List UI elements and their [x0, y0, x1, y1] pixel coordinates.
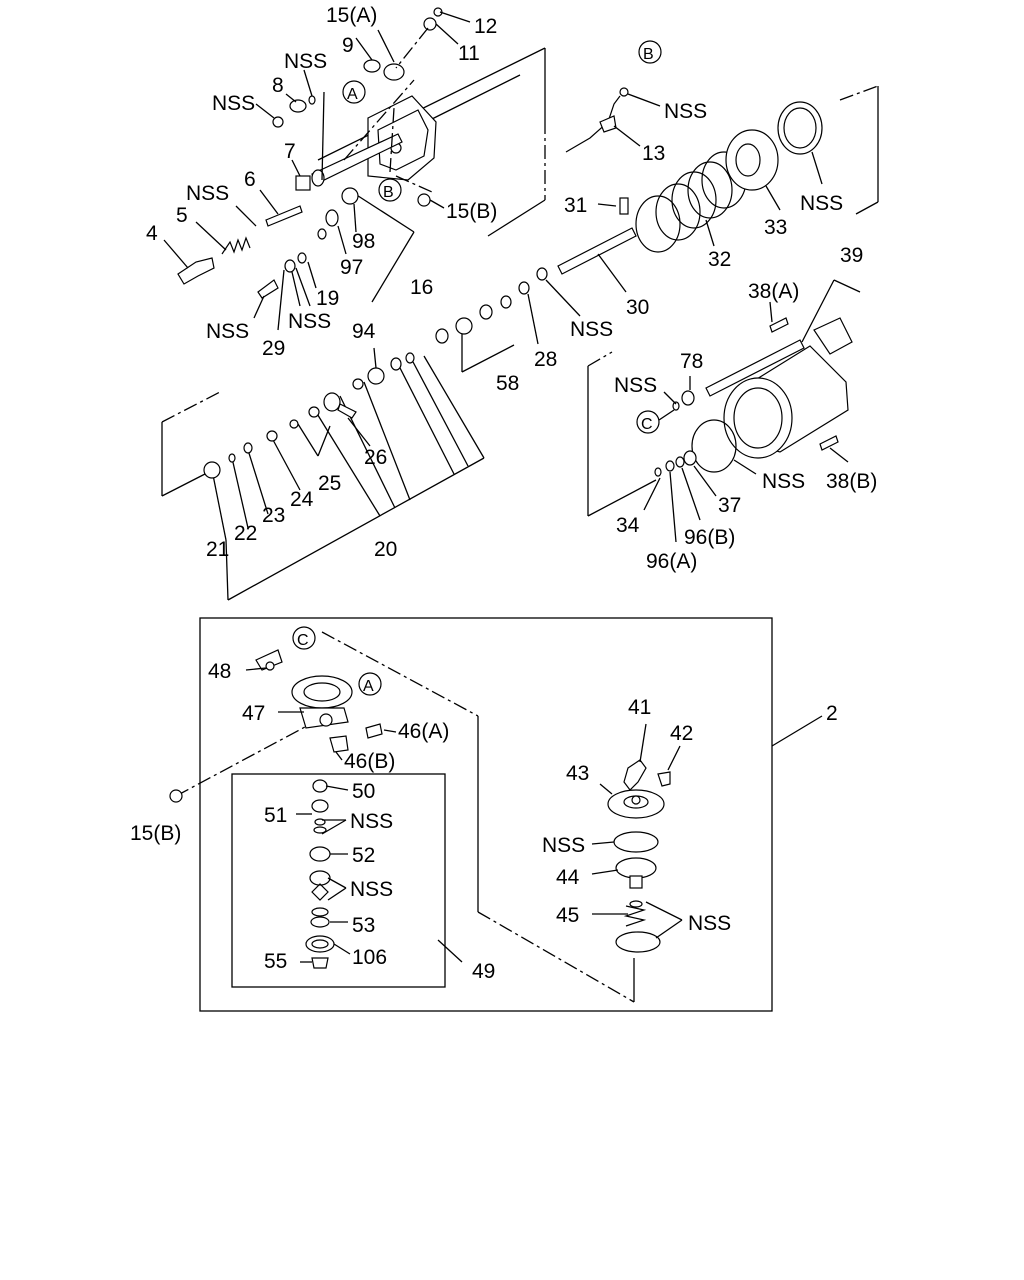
callout-c-valve: C — [292, 626, 316, 650]
label-46b: 46(B) — [344, 750, 395, 773]
label-8: 8 — [272, 74, 284, 97]
label-15b-low: 15(B) — [130, 822, 181, 845]
label-nss-51: NSS — [350, 810, 393, 833]
label-28: 28 — [534, 348, 557, 371]
label-42: 42 — [670, 722, 693, 745]
callout-b-sensor: B — [638, 40, 662, 64]
part-labels: 15(A) 12 11 9 NSS 8 NSS 7 6 NSS 5 4 15(B… — [130, 4, 877, 983]
label-nss-33: NSS — [800, 192, 843, 215]
label-9: 9 — [342, 34, 354, 57]
label-49: 49 — [472, 960, 495, 983]
label-6: 6 — [244, 168, 256, 191]
callout-label: B — [383, 184, 394, 201]
upper-parts — [177, 7, 853, 479]
label-53: 53 — [352, 914, 375, 937]
callout-a-valve: A — [358, 672, 382, 696]
label-32: 32 — [708, 248, 731, 271]
label-51: 51 — [264, 804, 287, 827]
label-nss-30: NSS — [570, 318, 613, 341]
label-96a: 96(A) — [646, 550, 697, 573]
label-11: 11 — [458, 42, 480, 65]
callout-label: C — [641, 416, 653, 433]
label-19: 19 — [316, 287, 339, 310]
label-94: 94 — [352, 320, 376, 343]
callout-label: B — [643, 46, 654, 63]
label-nss-13: NSS — [664, 100, 707, 123]
label-106: 106 — [352, 946, 387, 969]
label-44: 44 — [556, 866, 580, 889]
valve-parts — [169, 649, 671, 969]
callout-c-right: C — [636, 410, 660, 434]
label-37: 37 — [718, 494, 741, 517]
label-25: 25 — [318, 472, 341, 495]
label-78: 78 — [680, 350, 703, 373]
callout-a-upper: A — [342, 80, 366, 104]
label-46a: 46(A) — [398, 720, 449, 743]
label-nss-8: NSS — [212, 92, 255, 115]
label-nss-5: NSS — [186, 182, 229, 205]
label-16: 16 — [410, 276, 433, 299]
leader-lines — [163, 11, 849, 963]
label-41: 41 — [628, 696, 651, 719]
label-29: 29 — [262, 337, 285, 360]
label-nss-78: NSS — [614, 374, 657, 397]
label-31: 31 — [564, 194, 587, 217]
label-30: 30 — [626, 296, 649, 319]
callout-label: C — [297, 632, 309, 649]
label-nss-44: NSS — [542, 834, 585, 857]
label-96b: 96(B) — [684, 526, 735, 549]
label-7: 7 — [284, 140, 296, 163]
label-48: 48 — [208, 660, 231, 683]
label-2: 2 — [826, 702, 838, 725]
label-24: 24 — [290, 488, 314, 511]
label-nss-45: NSS — [688, 912, 731, 935]
callout-b-upper: B — [378, 178, 402, 202]
callout-label: A — [363, 678, 374, 695]
label-15a: 15(A) — [326, 4, 377, 27]
label-55: 55 — [264, 950, 287, 973]
label-39: 39 — [840, 244, 863, 267]
label-nss-37: NSS — [762, 470, 805, 493]
label-34: 34 — [616, 514, 640, 537]
label-13: 13 — [642, 142, 665, 165]
label-38b: 38(B) — [826, 470, 877, 493]
label-33: 33 — [764, 216, 787, 239]
label-23: 23 — [262, 504, 285, 527]
label-98: 98 — [352, 230, 375, 253]
label-38a: 38(A) — [748, 280, 799, 303]
assembly-49-box — [231, 773, 446, 988]
label-97: 97 — [340, 256, 363, 279]
label-21: 21 — [206, 538, 229, 561]
label-50: 50 — [352, 780, 375, 803]
label-20: 20 — [374, 538, 397, 561]
label-nss-52: NSS — [350, 878, 393, 901]
label-47: 47 — [242, 702, 265, 725]
assembly-2-box — [199, 617, 773, 1012]
label-58: 58 — [496, 372, 519, 395]
label-52: 52 — [352, 844, 375, 867]
callout-label: A — [347, 86, 358, 103]
label-nss-29: NSS — [206, 320, 249, 343]
label-nss-top: NSS — [284, 50, 327, 73]
label-12: 12 — [474, 15, 497, 38]
label-5: 5 — [176, 204, 188, 227]
label-26: 26 — [364, 446, 387, 469]
label-15b-top: 15(B) — [446, 200, 497, 223]
label-43: 43 — [566, 762, 589, 785]
label-22: 22 — [234, 522, 257, 545]
label-nss-19: NSS — [288, 310, 331, 333]
label-4: 4 — [146, 222, 158, 245]
label-45: 45 — [556, 904, 579, 927]
